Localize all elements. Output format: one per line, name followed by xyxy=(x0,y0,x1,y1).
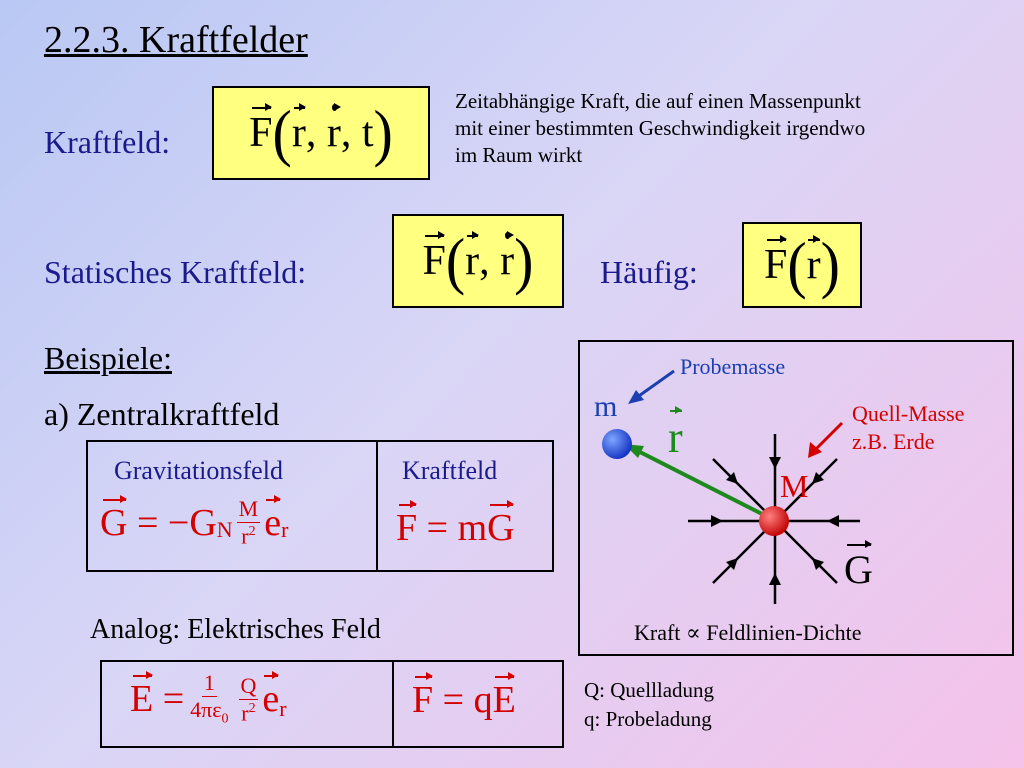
probe-mass-ball xyxy=(602,429,632,459)
analog-heading: Analog: Elektrisches Feld xyxy=(90,614,381,645)
page-title: 2.2.3. Kraftfelder xyxy=(44,19,308,61)
kraftfeld-formula: F = mG xyxy=(396,500,515,549)
m-label: m xyxy=(594,390,618,423)
kraftfeld-header: Kraftfeld xyxy=(402,456,498,485)
vector-F: F xyxy=(249,103,273,156)
charge-notes: Q: Quellladung q: Probeladung xyxy=(584,678,715,731)
haeufig-formula-box: F(r) xyxy=(742,222,862,308)
statisch-formula-box: F(r, r) xyxy=(392,214,564,308)
vector-r: r xyxy=(291,103,306,156)
vector-r-dot: r xyxy=(326,103,341,156)
coulomb-formula: F = qE xyxy=(412,672,516,721)
time-t: t xyxy=(361,110,374,156)
field-diagram: Probemasse m r Quell-Masse z.B. Erde M G… xyxy=(578,340,1014,656)
coulomb-cell: F = qE xyxy=(394,662,562,746)
zentral-heading: a) Zentralkraftfeld xyxy=(44,396,280,432)
r-label: r xyxy=(668,406,683,462)
kraftfeld-description: Zeitabhängige Kraft, die auf einen Masse… xyxy=(455,89,866,167)
position-vector-arrow xyxy=(631,446,767,518)
M-label: M xyxy=(780,468,809,504)
kraftfeld-cell: Kraftfeld F = mG xyxy=(378,442,552,570)
field-arrowheads xyxy=(711,457,839,585)
kraftfeld-label: Kraftfeld: xyxy=(44,124,171,160)
quellmasse-pointer xyxy=(812,421,844,453)
kraftfeld-formula-box: F(r, r, t) xyxy=(212,86,430,180)
haeufig-label: Häufig: xyxy=(600,254,698,290)
field-diagram-svg xyxy=(602,369,860,604)
beispiele-heading: Beispiele: xyxy=(44,340,172,376)
G-label: G xyxy=(844,540,873,592)
source-mass-ball xyxy=(759,506,789,536)
probemasse-pointer xyxy=(635,369,675,400)
quellmasse-label: Quell-Masse z.B. Erde xyxy=(852,401,965,454)
statisch-label: Statisches Kraftfeld: xyxy=(44,254,307,290)
gravitation-header: Gravitationsfeld xyxy=(114,456,283,485)
diagram-caption: Kraft ∝ Feldlinien-Dichte xyxy=(634,620,862,645)
probemasse-label: Probemasse xyxy=(680,354,786,379)
